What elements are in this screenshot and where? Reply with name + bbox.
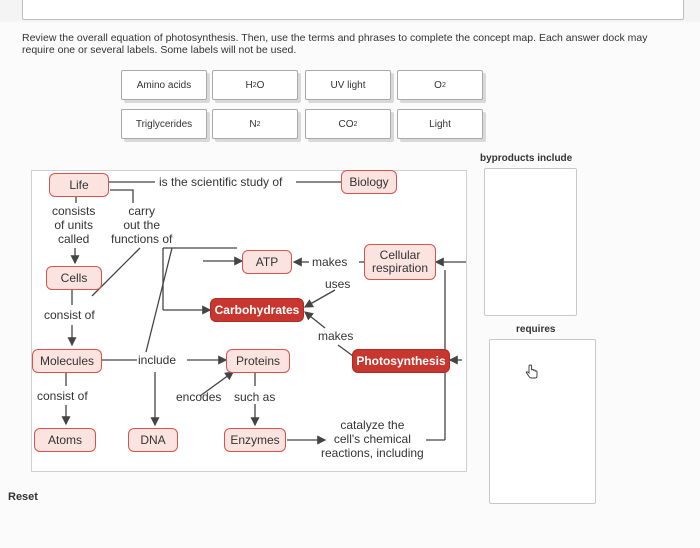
link-uses: uses [325,277,351,291]
link-catalyze-reactions: catalyze the cell's chemical reactions, … [321,418,424,460]
hand-pointer-icon [524,364,540,385]
node-cellular-respiration: Cellular respiration [364,244,436,280]
byproducts-label: byproducts include [480,153,573,164]
node-photosynthesis: Photosynthesis [352,349,450,373]
node-carbohydrates: Carbohydrates [210,298,304,322]
node-proteins: Proteins [226,349,290,373]
link-include: include [138,353,177,367]
node-biology: Biology [341,170,397,194]
node-atoms: Atoms [34,428,96,452]
link-consists-of-units-called: consists of units called [52,204,96,246]
answer-dock-requires[interactable] [489,339,596,504]
link-makes-atp: makes [312,255,348,269]
link-is-scientific-study-of: is the scientific study of [159,175,283,189]
instructions-text: Review the overall equation of photosynt… [22,32,648,56]
previous-panel-edge [22,0,684,20]
link-encodes: encodes [176,390,222,404]
answer-dock-byproducts[interactable] [484,168,577,316]
label-triglycerides[interactable]: Triglycerides [121,109,207,139]
node-molecules: Molecules [32,349,102,373]
node-cells: Cells [46,266,102,290]
label-uv-light[interactable]: UV light [305,70,391,100]
node-dna: DNA [128,428,178,452]
requires-label: requires [516,324,556,335]
link-makes-carbohydrates: makes [318,329,354,343]
node-enzymes: Enzymes [224,428,286,452]
reset-button[interactable]: Reset [8,491,38,503]
link-such-as: such as [234,390,276,404]
node-atp: ATP [242,250,292,274]
label-amino-acids[interactable]: Amino acids [121,70,207,100]
link-carry-out-functions-of: carry out the functions of [111,204,173,246]
top-bar [0,0,700,22]
label-light[interactable]: Light [397,109,483,139]
link-consist-of-atoms: consist of [37,389,88,403]
link-consist-of-molecules: consist of [44,308,95,322]
node-life: Life [49,173,109,197]
